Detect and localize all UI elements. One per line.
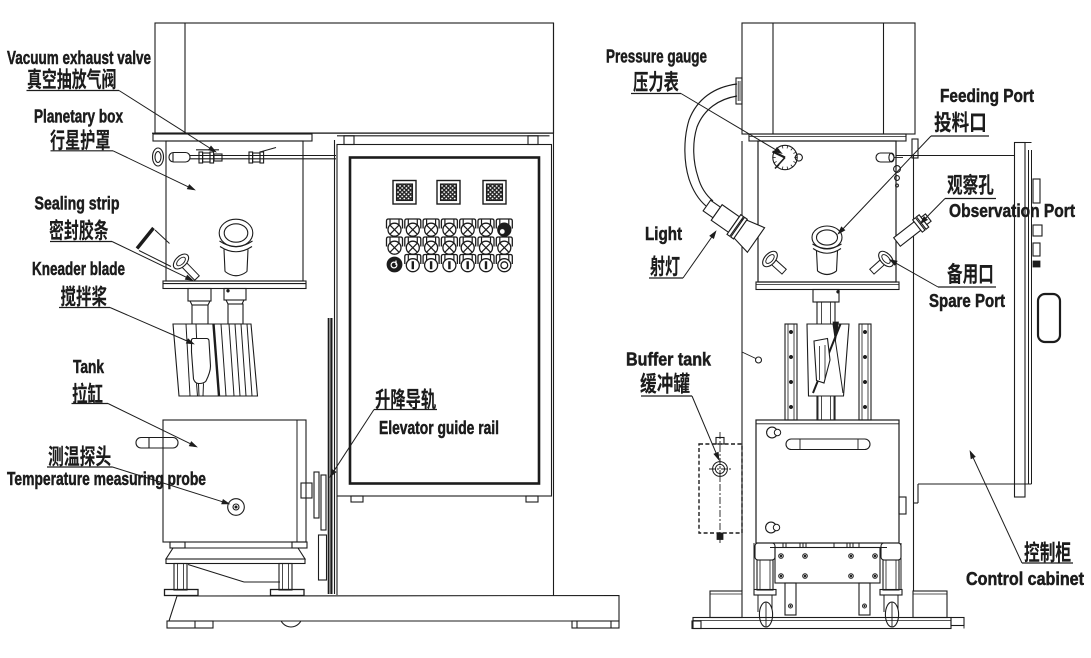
svg-text:Kneader blade: Kneader blade [32, 259, 125, 279]
svg-text:Light: Light [645, 224, 682, 244]
svg-text:Sealing strip: Sealing strip [35, 194, 120, 214]
svg-text:Buffer tank: Buffer tank [626, 350, 712, 370]
svg-text:Planetary box: Planetary box [34, 107, 123, 127]
svg-text:Observation Port: Observation Port [949, 201, 1075, 221]
svg-text:Spare Port: Spare Port [929, 291, 1005, 311]
svg-text:Elevator guide rail: Elevator guide rail [379, 418, 499, 438]
svg-text:Vacuum exhaust valve: Vacuum exhaust valve [7, 48, 151, 68]
svg-text:Feeding Port: Feeding Port [940, 86, 1034, 106]
svg-text:Temperature measuring probe: Temperature measuring probe [7, 469, 206, 489]
svg-text:Pressure gauge: Pressure gauge [606, 47, 707, 67]
svg-text:Control cabinet: Control cabinet [966, 569, 1084, 589]
svg-text:Tank: Tank [73, 357, 105, 377]
